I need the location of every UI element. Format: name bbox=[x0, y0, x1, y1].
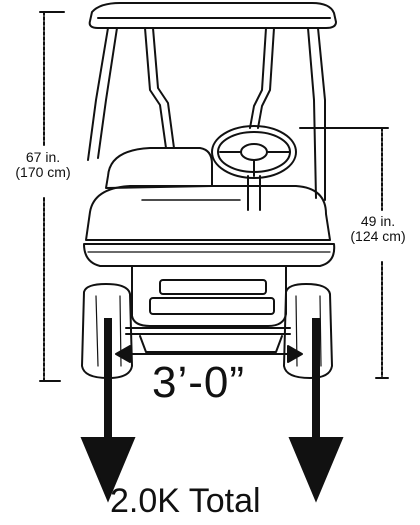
roof-struts bbox=[87, 27, 326, 201]
lower-body bbox=[131, 265, 287, 327]
right-front-wheel bbox=[283, 283, 333, 379]
height-label-cm: (170 cm) bbox=[15, 163, 71, 180]
steering-wheel bbox=[211, 125, 297, 211]
load-total-label: 2.0K Total bbox=[110, 482, 261, 520]
front-cowl bbox=[85, 185, 331, 241]
height-label: 67 in. (170 cm) bbox=[4, 150, 82, 179]
seat-height-label: 49 in. (124 cm) bbox=[338, 214, 418, 243]
width-label: 3’-0” bbox=[152, 358, 246, 407]
seat-height-label-inches: 49 in. bbox=[360, 213, 396, 229]
height-label-inches: 67 in. bbox=[25, 149, 61, 165]
front-grille bbox=[159, 279, 267, 295]
seat-back bbox=[105, 147, 213, 189]
height-dimension-line bbox=[39, 11, 65, 382]
roof-canopy bbox=[88, 2, 337, 29]
right-load-arrow bbox=[288, 318, 344, 503]
width-dimension-line bbox=[115, 345, 303, 363]
front-bumper bbox=[83, 243, 336, 267]
front-axle bbox=[125, 327, 291, 353]
left-load-arrow bbox=[80, 318, 136, 503]
seat-height-label-cm: (124 cm) bbox=[350, 227, 406, 244]
